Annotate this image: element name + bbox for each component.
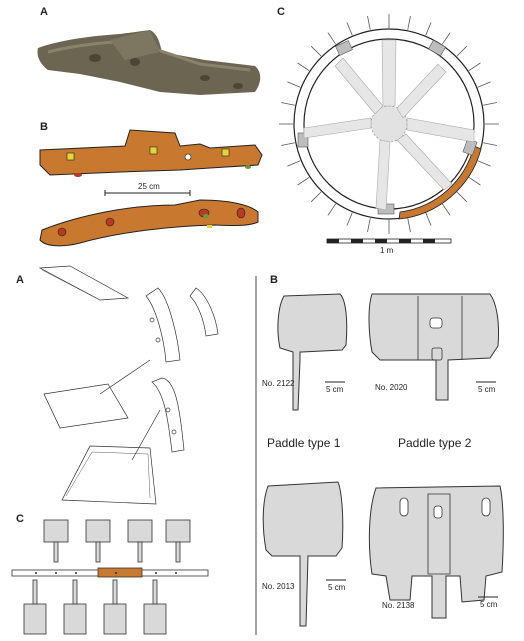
paddle-tick	[483, 102, 497, 106]
paddle-scale: 5 cm	[326, 385, 344, 394]
wheel-reconstruction	[279, 14, 499, 234]
paddle-type-1-label: Paddle type 1	[267, 436, 341, 450]
paddle-tick	[310, 45, 322, 57]
paddle-number: No. 2013	[262, 582, 295, 591]
paddle-tick	[327, 203, 336, 216]
rim-fragment-drawing-bottom	[39, 199, 259, 247]
bottom-panel-c-letter: C	[16, 513, 24, 525]
paddle-tick	[468, 177, 481, 186]
paddle-tick	[468, 62, 481, 71]
paddle-tick	[425, 212, 432, 226]
paddle-tick	[477, 160, 491, 167]
paddle-tick	[407, 218, 411, 232]
paddle-type-2-label: Paddle type 2	[398, 436, 472, 450]
paddle-tick	[425, 22, 432, 36]
paddle-tick	[287, 81, 301, 88]
paddle-tick	[287, 160, 301, 167]
paddle-tick	[477, 81, 491, 88]
historical-sketch	[38, 265, 219, 505]
rim-fragment-drawing-top	[39, 129, 263, 177]
paddle-scale: 5 cm	[478, 385, 496, 394]
paddle-tick	[346, 212, 353, 226]
paddle-tick	[456, 45, 468, 57]
scale-bar-25cm	[104, 190, 191, 196]
scale-c-label: 1 m	[380, 246, 394, 255]
scale-b-label: 25 cm	[138, 182, 160, 191]
paddle-tick	[367, 218, 371, 232]
paddle-tick	[297, 62, 310, 71]
paddle-tick	[297, 177, 310, 186]
paddle-tick	[456, 191, 468, 203]
paddle-tick	[367, 16, 371, 30]
paddle-2122	[277, 293, 348, 411]
paddle-number: No. 2122	[262, 379, 295, 388]
red-peg	[57, 227, 67, 237]
paddle-2138	[368, 485, 504, 619]
top-panel-b-letter: B	[40, 121, 48, 133]
bottom-panel-b-letter: B	[270, 274, 278, 286]
top-panel-c-letter: C	[277, 6, 285, 18]
red-peg	[105, 217, 115, 227]
paddle-tick	[281, 142, 295, 146]
paddle-arrangement-schematic	[11, 519, 209, 635]
paddle-tick	[327, 32, 336, 45]
yellow-peg	[221, 148, 230, 157]
wood-fragment-photo	[37, 30, 261, 95]
paddle-number: No. 2138	[382, 601, 415, 610]
paddle-2013	[262, 481, 344, 627]
paddle-scale: 5 cm	[328, 583, 346, 592]
yellow-peg	[66, 152, 75, 161]
paddle-tick	[442, 32, 451, 45]
bottom-panel-a-letter: A	[16, 274, 24, 286]
top-panel-a-letter: A	[40, 6, 48, 18]
red-peg	[236, 207, 246, 219]
paddle-tick	[407, 16, 411, 30]
paddle-tick	[346, 22, 353, 36]
paddle-number: No. 2020	[375, 383, 408, 392]
paddle-scale: 5 cm	[480, 600, 498, 609]
paddle-tick	[281, 102, 295, 106]
paddle-tick	[442, 203, 451, 216]
paddle-2020	[368, 293, 499, 401]
paddle-tick	[483, 142, 497, 146]
yellow-peg	[149, 146, 158, 155]
paddle-tick	[310, 191, 322, 203]
scale-bar-1m	[326, 238, 452, 244]
